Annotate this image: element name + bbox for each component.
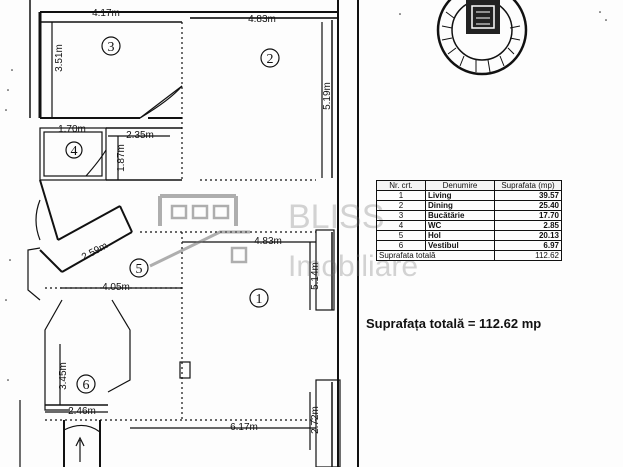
room-name: WC (425, 220, 495, 231)
room-area: 25.40 (494, 200, 562, 211)
row-number: 4 (376, 220, 426, 231)
total-value: 112.62 (494, 250, 562, 261)
room-number: 5 (136, 262, 143, 277)
row-number: 5 (376, 230, 426, 241)
room-number: 4 (71, 144, 78, 159)
dimension-label: 4.17m (92, 8, 120, 19)
dimension-label: 1.70m (58, 124, 86, 135)
room-4-walls (39, 127, 182, 181)
row-number: 3 (376, 210, 426, 221)
room-area: 20.13 (494, 230, 562, 241)
window-icon (230, 246, 248, 264)
room-number: 6 (83, 378, 90, 393)
dimension-label: 2.72m (310, 406, 321, 434)
table-header: Suprafata (mp) (494, 180, 562, 191)
partitions (45, 179, 316, 421)
dimension-label: 5.14m (310, 262, 321, 290)
right-wall (315, 0, 359, 467)
dimension-label: 1.87m (116, 144, 127, 172)
scan-specks (5, 11, 607, 381)
room-marker-6: 6 (76, 374, 96, 394)
area-table: Nr. crt. Denumire Suprafata (mp) 1 Livin… (376, 180, 562, 261)
dimension-label: 6.17m (230, 422, 258, 433)
dimension-label: 3.45m (58, 362, 69, 390)
room-marker-4: 4 (65, 141, 83, 159)
dimension-label: 5.19m (322, 82, 333, 110)
room-number: 3 (108, 40, 115, 55)
table-header: Denumire (425, 180, 495, 191)
top-wall (40, 11, 338, 23)
room-marker-2: 2 (260, 48, 280, 68)
window-icon (170, 204, 188, 220)
room-area: 2.85 (494, 220, 562, 231)
cadastre-stamp (436, 0, 528, 76)
room-marker-5: 5 (129, 258, 149, 278)
dimension-label: 3.51m (54, 44, 65, 72)
dimension-label: 2.46m (68, 406, 96, 417)
room-marker-3: 3 (101, 36, 121, 56)
dimension-label: 4.83m (254, 236, 282, 247)
room-number: 1 (256, 292, 263, 307)
dimension-label: 2.35m (126, 130, 154, 141)
row-number: 6 (376, 240, 426, 251)
room-number: 2 (267, 52, 274, 67)
total-label: Suprafata totală (376, 250, 495, 261)
room-3-walls (29, 0, 183, 180)
row-number: 2 (376, 200, 426, 211)
bliss-watermark: BLISS Imobiliare (149, 194, 418, 283)
dimension-label: 4.05m (102, 282, 130, 293)
window-icon (191, 204, 209, 220)
table-row: 5 Hol 20.13 (376, 230, 562, 241)
dimension-label: 4.83m (248, 14, 276, 25)
room-name: Living (425, 190, 495, 201)
table-total-row: Suprafata totală 112.62 (376, 250, 562, 261)
table-header-row: Nr. crt. Denumire Suprafata (mp) (376, 180, 562, 191)
room-area: 39.57 (494, 190, 562, 201)
table-header: Nr. crt. (376, 180, 426, 191)
table-row: 3 Bucătărie 17.70 (376, 210, 562, 221)
table-row: 1 Living 39.57 (376, 190, 562, 201)
room-marker-1: 1 (249, 288, 269, 308)
column-fixture (179, 361, 191, 379)
table-row: 6 Vestibul 6.97 (376, 240, 562, 251)
row-number: 1 (376, 190, 426, 201)
dimension-lines (40, 11, 338, 450)
table-row: 2 Dining 25.40 (376, 200, 562, 211)
table-row: 4 WC 2.85 (376, 220, 562, 231)
room-area: 6.97 (494, 240, 562, 251)
room-6-walls (19, 299, 131, 467)
hall-diagonal (27, 179, 133, 301)
room-name: Bucătărie (425, 210, 495, 221)
room-area: 17.70 (494, 210, 562, 221)
dimension-label: 2.59m (80, 240, 110, 263)
watermark-brand: BLISS (288, 198, 384, 236)
room-name: Hol (425, 230, 495, 241)
total-area-summary: Suprafața totală = 112.62 mp (366, 316, 542, 331)
window-icon (212, 204, 230, 220)
room-name: Vestibul (425, 240, 495, 251)
room-name: Dining (425, 200, 495, 211)
